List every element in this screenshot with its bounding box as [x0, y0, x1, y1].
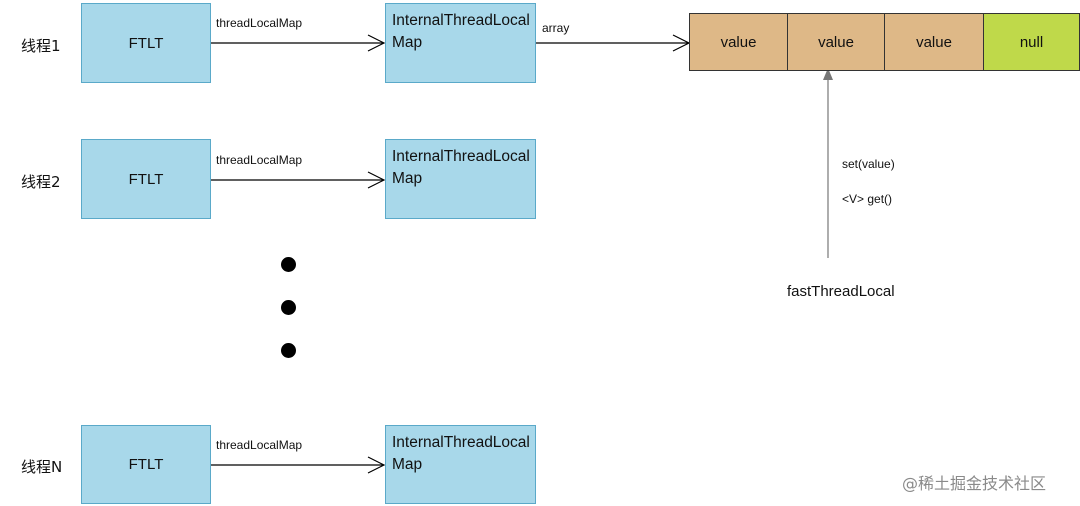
array-cell-null: null [983, 13, 1080, 71]
internal-thread-local-map-box-2: InternalThreadLocalMap [385, 139, 536, 219]
method-set-label: set(value) [842, 157, 895, 171]
edge-label-threadlocalmap-1: threadLocalMap [216, 16, 303, 30]
fast-thread-local-label: fastThreadLocal [787, 283, 895, 300]
arrowhead-thread2-threadlocalmap [367, 171, 386, 189]
internal-thread-local-map-box-1: InternalThreadLocalMap [385, 3, 536, 83]
internal-thread-local-map-box-n: InternalThreadLocalMap [385, 425, 536, 504]
ellipsis-dot-2 [281, 300, 296, 315]
thread-label-n: 线程N [21, 458, 63, 476]
ftlt-box-1: FTLT [81, 3, 211, 83]
ftlt-box-2: FTLT [81, 139, 211, 219]
thread-label-2: 线程2 [21, 173, 61, 191]
method-get-label: <V> get() [842, 192, 893, 206]
thread-label-1: 线程1 [21, 37, 61, 55]
edge-label-threadlocalmap-n: threadLocalMap [216, 438, 303, 452]
arrowhead-threadN-threadlocalmap [367, 456, 386, 474]
watermark: @稀土掘金技术社区 [902, 474, 1047, 493]
ellipsis-dot-1 [281, 257, 296, 272]
array-cell-1: value [689, 13, 788, 71]
edge-label-array: array [542, 21, 570, 35]
ellipsis-dot-3 [281, 343, 296, 358]
array-cell-2: value [787, 13, 885, 71]
arrowhead-fastthreadlocal [823, 68, 833, 80]
array-cell-3: value [884, 13, 984, 71]
ftlt-box-n: FTLT [81, 425, 211, 504]
edge-label-threadlocalmap-2: threadLocalMap [216, 153, 303, 167]
arrowhead-thread1-threadlocalmap [367, 34, 386, 52]
